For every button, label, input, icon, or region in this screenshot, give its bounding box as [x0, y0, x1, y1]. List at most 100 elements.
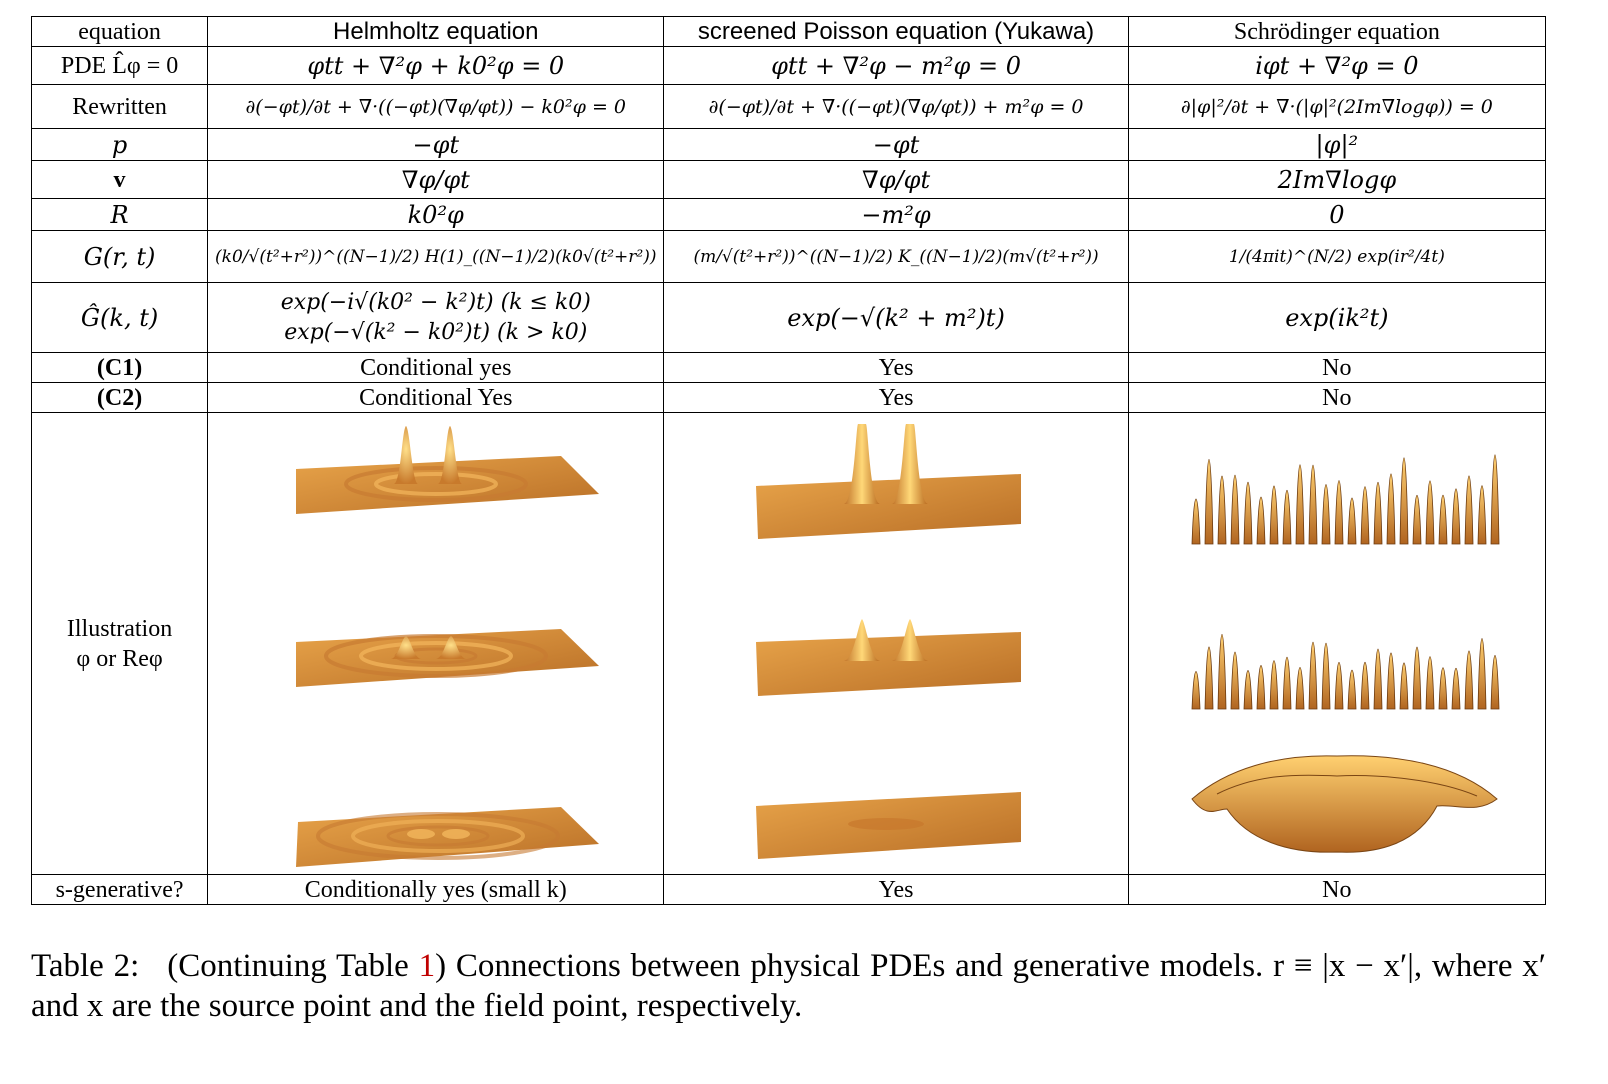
wave-fold [1477, 637, 1487, 709]
g-schrodinger: 1/(4πit)^(N/2) exp(ir²/4t) [1127, 230, 1547, 283]
wave-fold [1321, 483, 1331, 544]
yukawa-plot-3 [756, 791, 1022, 859]
wave-fold [1451, 488, 1461, 544]
wave-fold [1204, 458, 1214, 544]
wave-fold [1204, 646, 1214, 709]
v-label: v [30, 160, 209, 199]
wave-fold [1295, 666, 1305, 709]
wave-fold [1282, 656, 1292, 709]
table-caption: Table 2:(Continuing Table 1) Connections… [31, 946, 1546, 1026]
wave-fold [1230, 651, 1240, 709]
ghat-schrodinger: exp(ik²t) [1127, 282, 1547, 353]
row-v: v ∇φ/φt ∇φ/φt 2Im∇logφ [30, 160, 1547, 199]
p-helmholtz: −φt [207, 128, 665, 161]
illustration-yukawa [663, 412, 1129, 875]
illustration-label-line2: φ or Reφ [76, 645, 163, 672]
wave-fold [1451, 667, 1461, 709]
wave-fold [1399, 662, 1409, 709]
wave-fold [1282, 489, 1292, 544]
p-label: p [30, 128, 209, 161]
wave-fold [1308, 464, 1318, 544]
rewritten-schrodinger: ∂|φ|²/∂t + ∇·(|φ|²(2Im∇logφ)) = 0 [1127, 84, 1547, 129]
pde-label: PDE L̂φ = 0 [30, 46, 209, 85]
header-equation: equation [30, 16, 209, 47]
row-sgen: s-generative? Conditionally yes (small k… [30, 874, 1547, 905]
header-schrodinger: Schrödinger equation [1127, 16, 1547, 47]
schrodinger-plot-3 [1191, 754, 1498, 853]
illustration-label: Illustration φ or Reφ [30, 412, 209, 875]
wave-fold [1256, 496, 1266, 544]
p-schrodinger: |φ|² [1127, 128, 1547, 161]
wave-fold [1425, 479, 1435, 544]
row-illustration: Illustration φ or Reφ [30, 412, 1547, 875]
caption-text: ) Connections between physical PDEs and … [31, 948, 1547, 1024]
r-schrodinger: 0 [1127, 198, 1547, 231]
c1-label: (C1) [30, 352, 209, 383]
ghat-helmholtz-line2: exp(−√(k² − k0²)t) (k > k0) [284, 319, 588, 345]
p-yukawa: −φt [663, 128, 1129, 161]
wave-fold [1490, 453, 1500, 544]
wave-fold [1477, 485, 1487, 544]
wave-fold [1490, 654, 1500, 709]
c2-schrodinger: No [1127, 382, 1547, 413]
ghat-helmholtz-line1: exp(−i√(k0² − k²)t) (k ≤ k0) [280, 289, 591, 315]
wave-fold [1347, 669, 1357, 709]
c2-yukawa: Yes [663, 382, 1129, 413]
r-yukawa: −m²φ [663, 198, 1129, 231]
c2-label: (C2) [30, 382, 209, 413]
yukawa-plot-2 [756, 618, 1022, 696]
ghat-helmholtz: exp(−i√(k0² − k²)t) (k ≤ k0) exp(−√(k² −… [207, 282, 665, 353]
wave-fold [1243, 669, 1253, 709]
wave-fold [1191, 670, 1201, 709]
row-c2: (C2) Conditional Yes Yes No [30, 382, 1547, 413]
c2-helmholtz: Conditional Yes [207, 382, 665, 413]
helmholtz-surface-plots [295, 425, 599, 867]
wave-fold [1321, 642, 1331, 709]
row-ghat: Ĝ(k, t) exp(−i√(k0² − k²)t) (k ≤ k0) exp… [30, 282, 1547, 353]
wave-fold [1269, 485, 1279, 544]
wave-fold [1360, 661, 1370, 709]
helmholtz-plot-3 [295, 806, 599, 867]
wave-fold [1295, 464, 1305, 544]
c1-yukawa: Yes [663, 352, 1129, 383]
wave-fold [1360, 486, 1370, 544]
wave-fold [1191, 498, 1201, 544]
table-container: equation Helmholtz equation screened Poi… [30, 16, 1547, 905]
schrodinger-plot-2 [1191, 633, 1500, 709]
sgen-label: s-generative? [30, 874, 209, 905]
helmholtz-plot-2 [295, 628, 599, 687]
schrodinger-plot-1 [1191, 453, 1500, 544]
caption-pre-ref: (Continuing Table [167, 948, 419, 984]
wave-fold [1347, 497, 1357, 544]
pde-helmholtz: φtt + ∇²φ + k0²φ = 0 [207, 46, 665, 85]
illustration-label-line1: Illustration [66, 615, 173, 642]
sgen-schrodinger: No [1127, 874, 1547, 905]
ghat-label: Ĝ(k, t) [30, 282, 209, 353]
wave-fold [1269, 659, 1279, 709]
row-c1: (C1) Conditional yes Yes No [30, 352, 1547, 383]
wave-fold [1334, 479, 1344, 544]
rewritten-label: Rewritten [30, 84, 209, 129]
c1-schrodinger: No [1127, 352, 1547, 383]
header-helmholtz: Helmholtz equation [207, 16, 665, 47]
wave-fold [1412, 646, 1422, 709]
g-yukawa: (m/√(t²+r²))^((N−1)/2) K_((N−1)/2)(m√(t²… [663, 230, 1129, 283]
wave-fold [1230, 474, 1240, 544]
caption-table-ref-link[interactable]: 1 [418, 948, 436, 984]
row-r: R k0²φ −m²φ 0 [30, 198, 1547, 231]
rewritten-helmholtz: ∂(−φt)/∂t + ∇·((−φt)(∇φ/φt)) − k0²φ = 0 [207, 84, 665, 129]
row-pde: PDE L̂φ = 0 φtt + ∇²φ + k0²φ = 0 φtt + ∇… [30, 46, 1547, 85]
header-row: equation Helmholtz equation screened Poi… [30, 16, 1547, 47]
v-helmholtz: ∇φ/φt [207, 160, 665, 199]
wave-fold [1308, 641, 1318, 709]
illustration-schrodinger [1127, 412, 1547, 875]
v-yukawa: ∇φ/φt [663, 160, 1129, 199]
wave-fold [1217, 475, 1227, 544]
wave-fold [1386, 472, 1396, 544]
illustration-helmholtz [207, 412, 665, 875]
pde-schrodinger: iφt + ∇²φ = 0 [1127, 46, 1547, 85]
schrodinger-surface-plots [1191, 453, 1500, 853]
yukawa-plot-1 [756, 423, 1022, 539]
r-label: R [30, 198, 209, 231]
header-yukawa: screened Poisson equation (Yukawa) [663, 16, 1129, 47]
